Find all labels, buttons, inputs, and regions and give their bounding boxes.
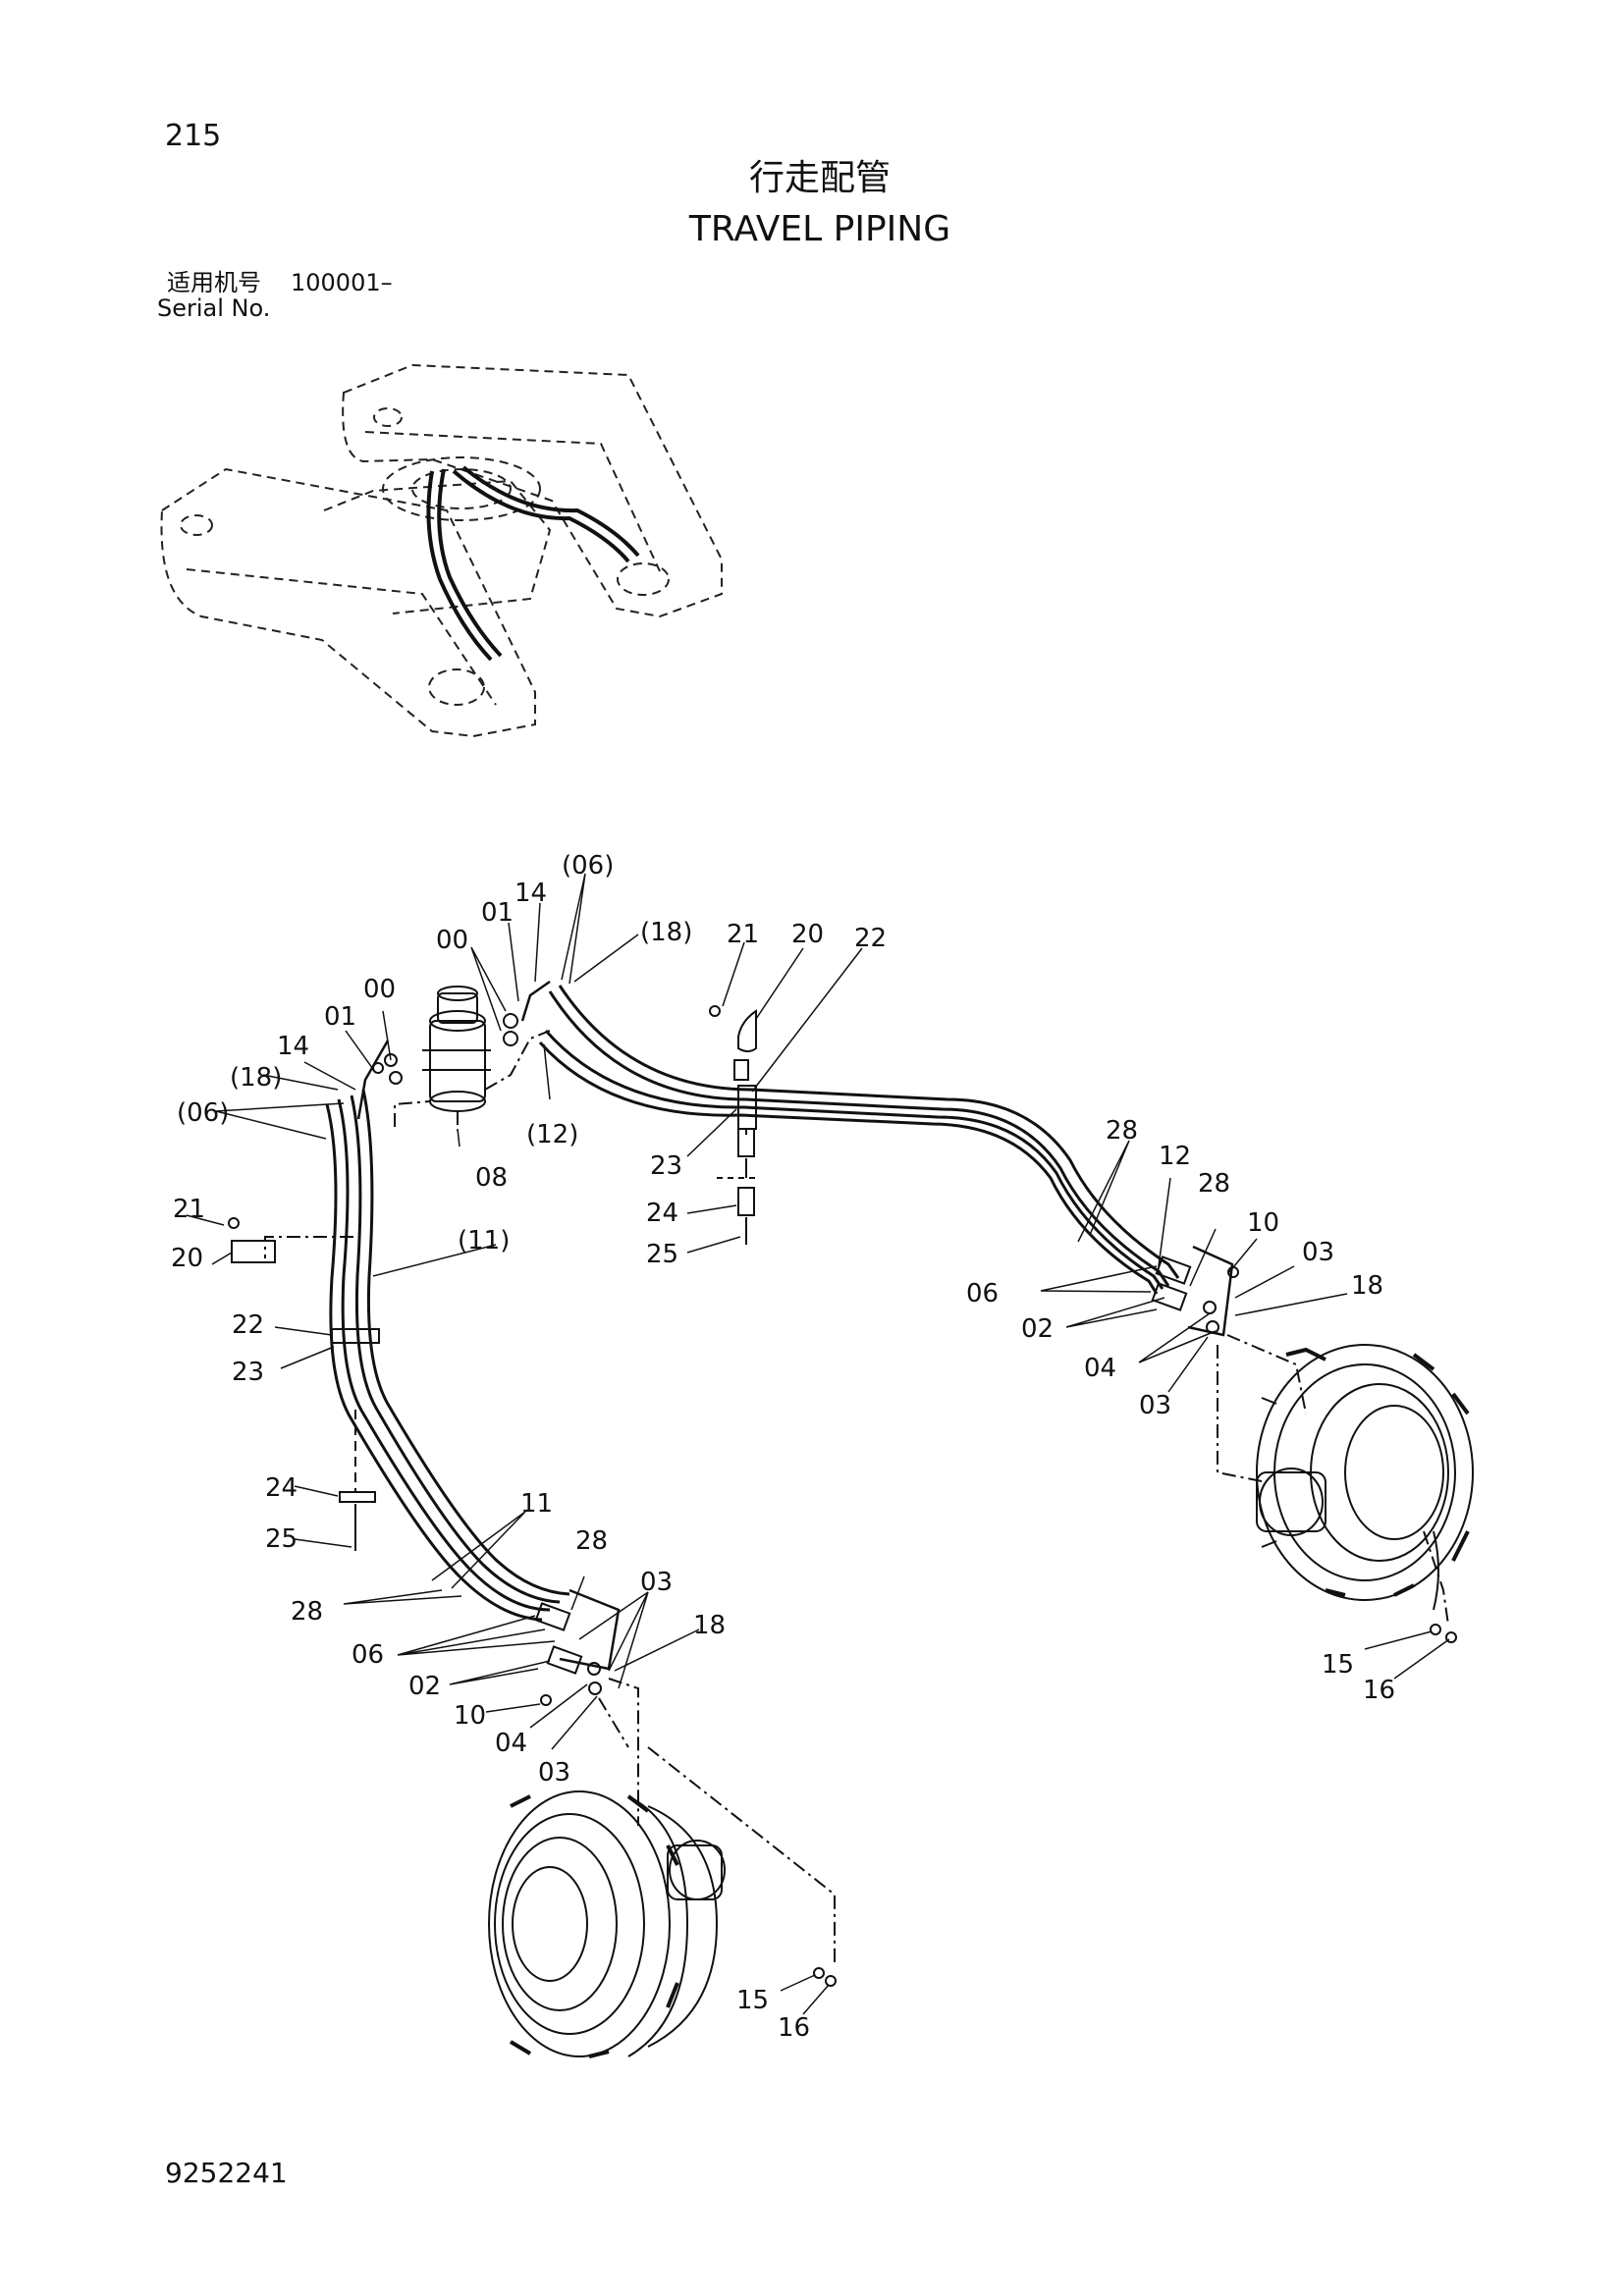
callout: 08 (475, 1163, 508, 1193)
callout: 11 (520, 1489, 553, 1519)
callout: 28 (1106, 1116, 1138, 1146)
center-joint (422, 986, 491, 1112)
callout: 16 (778, 2013, 810, 2043)
callout: 01 (481, 898, 514, 928)
travel-motor-left (488, 1790, 726, 2058)
title-english: TRAVEL PIPING (688, 209, 951, 249)
callout: 00 (363, 975, 396, 1004)
title-chinese: 行走配管 (748, 158, 891, 198)
callout: 14 (277, 1032, 309, 1061)
page-number: 215 (165, 119, 222, 153)
callout: (11) (458, 1226, 510, 1255)
callout: 21 (173, 1195, 205, 1224)
callout: 03 (1302, 1238, 1334, 1267)
callout: 02 (1021, 1314, 1054, 1344)
callout: (12) (526, 1120, 578, 1149)
serial-label-chinese: 适用机号 (167, 269, 261, 296)
callout: 12 (1159, 1142, 1191, 1171)
hose-bundle-right (538, 985, 1180, 1295)
callout: 23 (650, 1151, 682, 1181)
callout: 15 (1322, 1650, 1354, 1680)
callout: 24 (646, 1199, 678, 1228)
callout: (18) (230, 1063, 282, 1093)
main-exploded-view (228, 980, 1474, 2058)
leader-lines (186, 873, 1450, 2015)
travel-motor-right (1256, 1344, 1474, 1611)
callout: 10 (454, 1701, 486, 1731)
callout: (06) (177, 1098, 229, 1128)
callout: 03 (1139, 1391, 1171, 1420)
callout: 06 (352, 1640, 384, 1670)
callout: 04 (495, 1729, 527, 1758)
callout: 23 (232, 1358, 264, 1387)
callout: 28 (291, 1597, 323, 1627)
callout: (18) (640, 918, 692, 947)
fittings-right (1151, 1245, 1239, 1337)
callout: (06) (562, 851, 614, 881)
callout: 28 (575, 1526, 608, 1556)
callout: 21 (727, 920, 759, 949)
callout: 16 (1363, 1676, 1395, 1705)
callout: 03 (538, 1758, 570, 1788)
document-number: 9252241 (165, 2157, 288, 2189)
callout: 04 (1084, 1354, 1116, 1383)
fittings-left (534, 1588, 621, 1706)
serial-number-value: 100001– (291, 269, 393, 296)
callout: 10 (1247, 1208, 1279, 1238)
callout: 22 (232, 1310, 264, 1340)
callout: 01 (324, 1002, 356, 1032)
callout: 22 (854, 924, 887, 953)
callout: 25 (265, 1524, 298, 1554)
callout: 25 (646, 1240, 678, 1269)
callout: 18 (693, 1611, 726, 1640)
serial-label-english: Serial No. (157, 294, 271, 322)
callout: 20 (791, 920, 824, 949)
callout: 06 (966, 1279, 999, 1308)
callout: 18 (1351, 1271, 1383, 1301)
hose-bundle-left (325, 1089, 570, 1622)
callout: 28 (1198, 1169, 1230, 1199)
callout: 24 (265, 1473, 298, 1503)
callout: 20 (171, 1244, 203, 1273)
callout: 03 (640, 1568, 673, 1597)
callout: 02 (408, 1672, 441, 1701)
callout: 14 (514, 879, 547, 908)
undercarriage-overview (160, 363, 723, 738)
callout-labels: (06) 14 01 (18) 00 21 20 22 00 01 14 (18… (171, 851, 1395, 2043)
callout: 00 (436, 926, 468, 955)
callout: 15 (736, 1986, 769, 2015)
